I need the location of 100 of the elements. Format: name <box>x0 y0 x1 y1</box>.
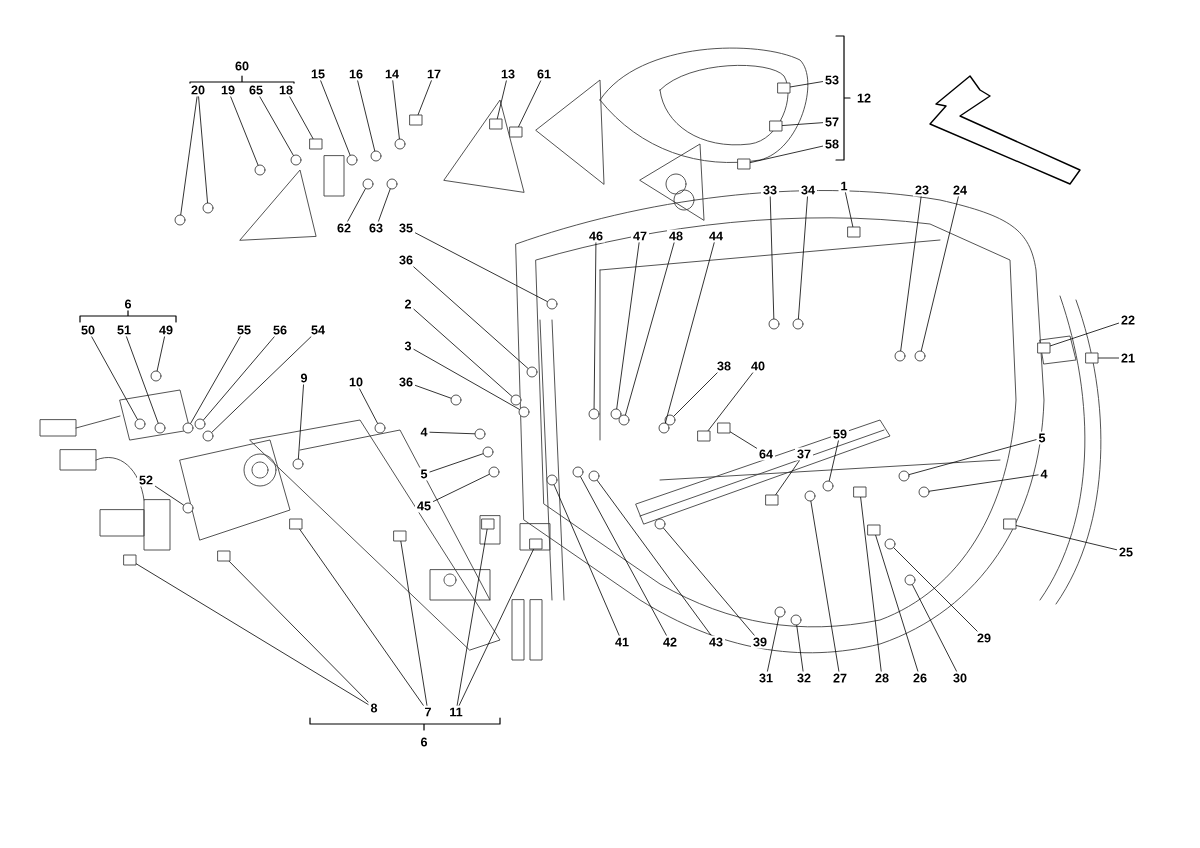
part <box>822 480 834 492</box>
leader-line <box>155 485 184 506</box>
leader-line <box>593 242 597 409</box>
leader-line <box>920 196 959 352</box>
leader-line <box>782 122 823 126</box>
part <box>914 350 926 362</box>
leader-line <box>198 96 208 203</box>
leader-line <box>413 308 513 397</box>
part <box>904 574 916 586</box>
part <box>867 524 881 536</box>
leader-line <box>230 96 259 166</box>
leader-line <box>433 474 490 502</box>
part <box>769 120 783 132</box>
part <box>697 430 711 442</box>
leader-line <box>665 242 715 424</box>
part <box>489 118 503 130</box>
leader-line <box>91 336 138 420</box>
part <box>346 154 358 166</box>
leader-line <box>392 80 400 139</box>
leader-line <box>378 188 391 222</box>
leader-line <box>289 96 314 139</box>
part <box>488 466 500 478</box>
part <box>546 298 558 310</box>
leader-line <box>707 372 754 431</box>
leader-line <box>203 336 275 421</box>
leader-line <box>518 80 542 127</box>
part <box>853 486 867 498</box>
leader-line <box>790 81 823 88</box>
leader-line <box>180 96 198 215</box>
leader-line <box>211 336 312 433</box>
part <box>154 422 166 434</box>
leader-line <box>413 348 520 410</box>
part <box>588 408 600 420</box>
leader-line <box>429 453 484 473</box>
part <box>526 366 538 378</box>
leader-line <box>456 529 488 706</box>
leader-line <box>616 242 640 409</box>
part <box>894 350 906 362</box>
leader-line <box>900 196 922 351</box>
leader-line <box>156 336 165 372</box>
leader-line <box>320 80 351 156</box>
part <box>658 422 670 434</box>
part <box>654 518 666 530</box>
part <box>664 414 676 426</box>
leader-line <box>357 80 376 152</box>
leader-line <box>828 440 839 482</box>
part <box>618 414 630 426</box>
leader-line <box>596 480 712 636</box>
leader-line <box>190 336 241 424</box>
part <box>884 538 896 550</box>
part <box>481 518 495 530</box>
part <box>174 214 186 226</box>
part <box>182 502 194 514</box>
leader-line <box>496 80 507 119</box>
leader-line <box>1016 525 1117 551</box>
part <box>150 370 162 382</box>
part <box>202 430 214 442</box>
leader-line <box>860 497 882 672</box>
leader-line <box>810 501 840 672</box>
part <box>182 422 194 434</box>
leader-line <box>413 266 529 369</box>
part <box>123 554 137 566</box>
leader-line <box>415 385 452 399</box>
part <box>572 466 584 478</box>
leader-line <box>730 431 757 449</box>
leader-line <box>359 388 378 424</box>
part <box>610 408 622 420</box>
part <box>510 394 522 406</box>
part <box>737 158 751 170</box>
part <box>546 474 558 486</box>
part <box>804 490 816 502</box>
leader-line <box>796 625 804 672</box>
leader-line <box>429 431 475 435</box>
leader-line <box>415 232 548 302</box>
leader-line <box>875 535 919 672</box>
leader-line <box>553 484 620 636</box>
leader-line <box>458 549 534 706</box>
leader-line <box>1098 357 1119 359</box>
leader-line <box>673 372 718 417</box>
part <box>393 530 407 542</box>
part <box>717 422 731 434</box>
part <box>765 494 779 506</box>
leader-line <box>299 529 424 706</box>
leader-line <box>893 547 978 632</box>
leader-line <box>126 336 159 424</box>
part <box>1037 342 1051 354</box>
leader-line <box>769 196 775 319</box>
leader-line <box>929 474 1039 492</box>
part <box>450 394 462 406</box>
leader-line <box>580 476 667 636</box>
part <box>847 226 861 238</box>
leader-line <box>1050 322 1119 347</box>
part <box>370 150 382 162</box>
part <box>509 126 523 138</box>
part <box>792 318 804 330</box>
leader-line <box>347 188 366 222</box>
leader-line <box>798 196 808 319</box>
leader-line <box>775 460 800 495</box>
leader-line <box>845 192 854 227</box>
part <box>194 418 206 430</box>
